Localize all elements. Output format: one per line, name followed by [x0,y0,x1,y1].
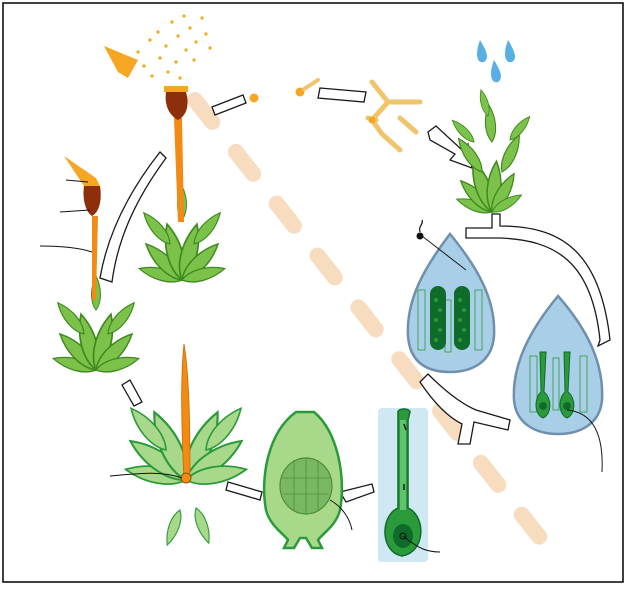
germinating-spore [295,78,320,97]
mature-sporophyte-center [104,46,227,287]
arrow-segment-top-1 [211,94,247,116]
mature-sporophyte-left [39,156,141,377]
arrow-segment-top-right [427,125,473,169]
arrow-segment-left-curve [99,151,167,283]
spore-single [249,93,259,103]
archegonia-head [512,294,604,473]
arrow-segment-lower-merge [419,373,511,445]
sperm-icon [416,219,424,240]
arrow-segment-top-2 [317,87,367,103]
protonema [365,79,423,153]
spores [136,14,212,80]
arrow-segment-left-small [121,379,143,407]
arrow-segment-right-curve [465,213,611,348]
raindrops-icon [477,40,515,83]
antheridia-head [406,231,496,374]
young-sporophyte [109,343,249,548]
arrow-segment-bottom-1 [225,481,263,501]
arrow-segment-bottom-2 [338,483,375,503]
embryo-sporophyte [262,410,353,550]
dashed-band [187,92,556,556]
diagram-frame [2,2,624,583]
cycle-arrows [99,87,611,503]
archegonium-fertilization [378,408,441,562]
